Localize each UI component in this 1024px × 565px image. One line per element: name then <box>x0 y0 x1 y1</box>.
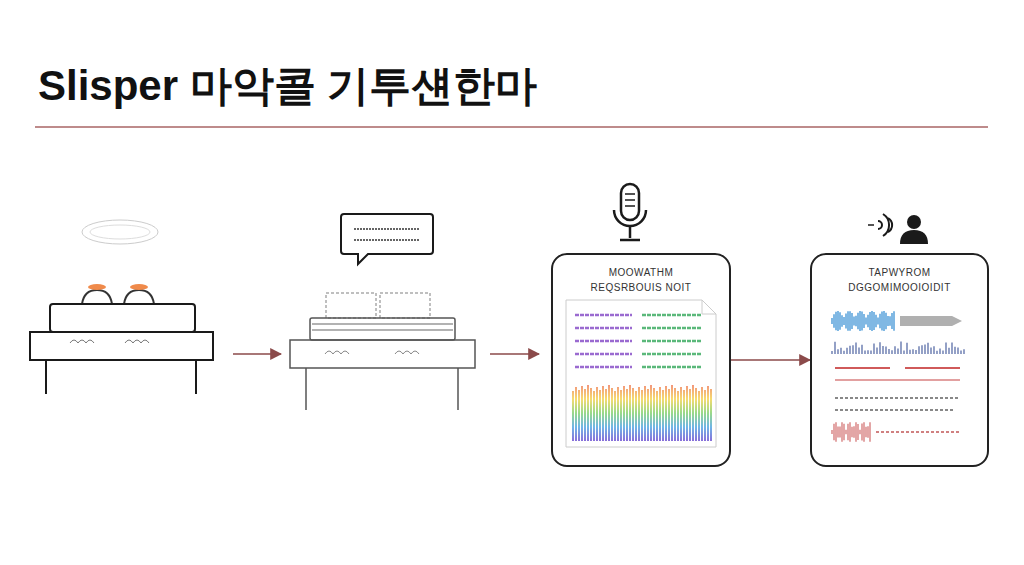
process-panel: MOOWATHM REQSRBOUIS NOIT <box>551 253 731 467</box>
table-illustration <box>30 220 213 394</box>
table-illustration <box>290 214 475 410</box>
microphone-icon <box>614 184 646 240</box>
audio-illustration <box>832 311 964 442</box>
panel-subheading: DGGOMIMOOIOIDIT <box>812 281 987 294</box>
flow-arrow <box>490 353 539 355</box>
flow-arrow <box>731 359 810 361</box>
document-illustration <box>566 300 716 447</box>
process-panel: TAPWYROM DGGOMIMOOIOIDIT <box>810 253 989 467</box>
panel-subheading: REQSRBOUIS NOIT <box>553 281 729 294</box>
speaker-icon <box>868 214 928 244</box>
flow-arrow <box>233 353 281 355</box>
page-title: Slisper 마악콜 기투섄한마 <box>38 58 537 114</box>
title-rule <box>35 126 988 128</box>
panel-heading: TAPWYROM <box>812 266 987 279</box>
panel-heading: MOOWATHM <box>553 266 729 279</box>
